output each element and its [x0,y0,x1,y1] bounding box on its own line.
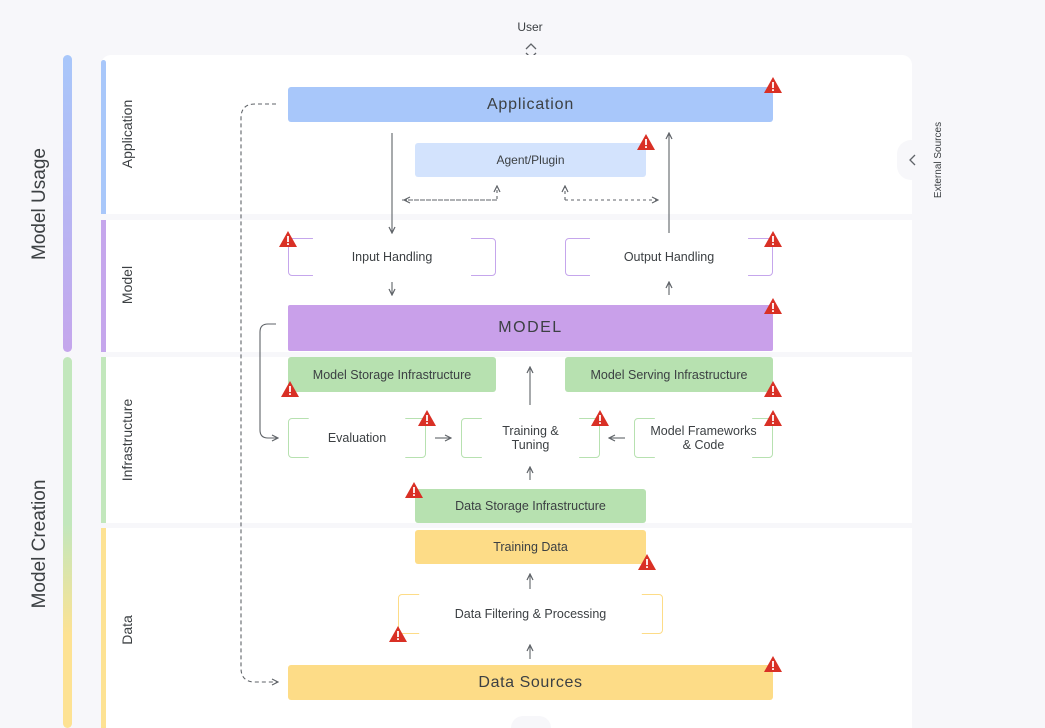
external-sources-tab[interactable] [897,140,925,180]
agent-plugin-box[interactable]: Agent/Plugin [415,143,646,177]
warning-icon[interactable] [763,76,783,94]
warning-icon[interactable] [763,380,783,398]
output-handling-box[interactable]: Output Handling [565,238,773,276]
lane-bar-data [101,528,106,728]
warning-icon[interactable] [404,481,424,499]
warning-icon[interactable] [763,297,783,315]
training-data-box[interactable]: Training Data [415,530,646,564]
evaluation-box[interactable]: Evaluation [288,418,426,458]
model-usage-bar [63,55,72,352]
lane-bar-application [101,60,106,214]
warning-icon[interactable] [763,409,783,427]
warning-icon[interactable] [590,409,610,427]
lane-application [101,55,912,214]
model-serving-label: Model Serving Infrastructure [590,367,748,382]
lane-bar-infrastructure [101,357,106,523]
warning-icon[interactable] [763,655,783,673]
bottom-notch [511,716,551,728]
data-storage-label: Data Storage Infrastructure [455,499,606,513]
data-sources-label: Data Sources [478,673,583,691]
frameworks-label-1: Model Frameworks [650,424,757,438]
data-filtering-box[interactable]: Data Filtering & Processing [398,594,663,634]
data-sources-box[interactable]: Data Sources [288,665,773,700]
warning-icon[interactable] [388,625,408,643]
data-storage-box[interactable]: Data Storage Infrastructure [415,489,646,523]
frameworks-label-2: & Code [682,438,725,452]
model-creation-bar [63,357,72,728]
frameworks-box[interactable]: Model Frameworks & Code [634,418,773,458]
input-handling-label: Input Handling [351,250,433,264]
warning-icon[interactable] [417,409,437,427]
lane-bar-model [101,220,106,352]
model-box[interactable]: MODEL [288,305,773,351]
warning-icon[interactable] [280,380,300,398]
training-tuning-box[interactable]: Training & Tuning [461,418,600,458]
model-box-label: MODEL [498,319,563,336]
training-tuning-label-2: Tuning [511,438,550,452]
warning-icon[interactable] [278,230,298,248]
data-filtering-label: Data Filtering & Processing [454,607,607,621]
warning-icon[interactable] [636,133,656,151]
application-box-label: Application [486,95,575,113]
training-data-label: Training Data [493,540,568,554]
application-box[interactable]: Application [288,87,773,122]
evaluation-label: Evaluation [327,431,387,445]
chevron-left-icon[interactable] [905,152,919,168]
model-storage-label: Model Storage Infrastructure [312,367,472,382]
model-serving-box[interactable]: Model Serving Infrastructure [565,357,773,392]
training-tuning-label-1: Training & [502,424,559,438]
output-handling-label: Output Handling [623,250,715,264]
warning-icon[interactable] [763,230,783,248]
user-label: User [517,20,543,34]
warning-icon[interactable] [637,553,657,571]
input-handling-box[interactable]: Input Handling [288,238,496,276]
model-storage-box[interactable]: Model Storage Infrastructure [288,357,496,392]
agent-plugin-label: Agent/Plugin [496,153,565,167]
